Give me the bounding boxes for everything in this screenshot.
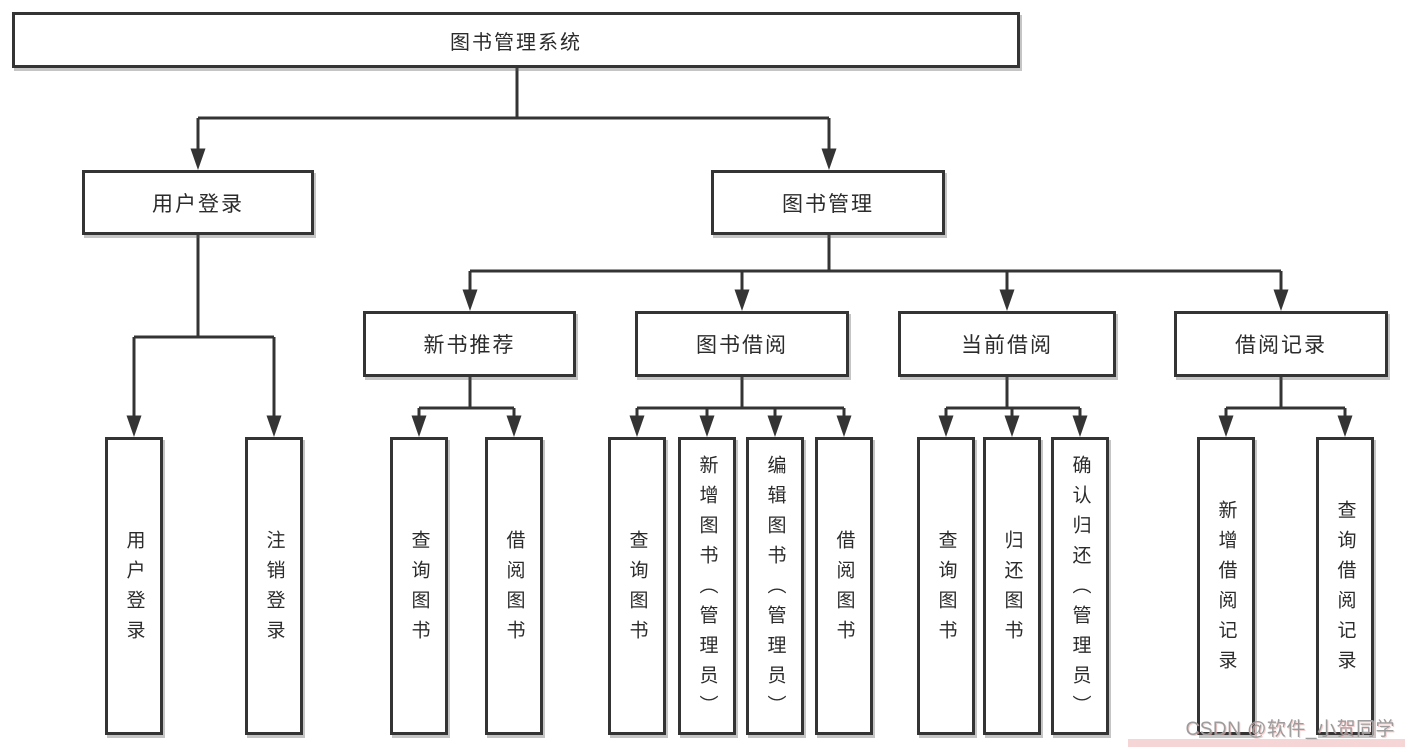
arrow-down-icon: [938, 415, 954, 437]
arrow-down-icon: [836, 415, 852, 437]
arrow-down-icon: [734, 289, 750, 311]
node-library-system: 图书管理系统: [12, 12, 1020, 68]
arrow-down-icon: [767, 415, 783, 437]
node-new-book-recommend: 新书推荐: [363, 311, 576, 377]
arrow-down-icon: [1004, 415, 1020, 437]
arrow-down-icon: [1218, 415, 1234, 437]
arrowheads: [126, 148, 1353, 437]
arrow-down-icon: [411, 415, 427, 437]
arrow-down-icon: [190, 148, 206, 170]
arrow-down-icon: [1273, 289, 1289, 311]
node-book-borrow: 图书借阅: [635, 311, 849, 377]
leaf-borrow-query-books: 查询图书: [608, 437, 666, 735]
leaf-records-query-record: 查询借阅记录: [1316, 437, 1374, 735]
node-borrow-records: 借阅记录: [1174, 311, 1388, 377]
arrow-down-icon: [629, 415, 645, 437]
leaf-current-query-books: 查询图书: [917, 437, 975, 735]
leaf-user-login: 用户登录: [105, 437, 163, 735]
leaf-recommend-borrow-books: 借阅图书: [485, 437, 543, 735]
leaf-borrow-borrow-books: 借阅图书: [815, 437, 873, 735]
leaf-records-add-record: 新增借阅记录: [1197, 437, 1255, 735]
leaf-recommend-query-books: 查询图书: [390, 437, 448, 735]
leaf-current-confirm-return-admin: 确认归还（管理员）: [1051, 437, 1109, 735]
arrow-down-icon: [999, 289, 1015, 311]
arrow-down-icon: [462, 289, 478, 311]
node-user-login-group: 用户登录: [82, 170, 314, 235]
node-book-management: 图书管理: [711, 170, 945, 235]
watermark: CSDN @软件_小贺同学: [1185, 719, 1395, 740]
arrow-down-icon: [1337, 415, 1353, 437]
arrow-down-icon: [1072, 415, 1088, 437]
leaf-borrow-add-books-admin: 新增图书（管理员）: [678, 437, 736, 735]
leaf-logout: 注销登录: [245, 437, 303, 735]
connector-paths: [132, 68, 1347, 417]
arrow-down-icon: [699, 415, 715, 437]
arrow-down-icon: [506, 415, 522, 437]
arrow-down-icon: [266, 415, 282, 437]
node-current-borrow: 当前借阅: [898, 311, 1116, 377]
arrow-down-icon: [126, 415, 142, 437]
arrow-down-icon: [821, 148, 837, 170]
watermark-accent-strip: [1128, 739, 1405, 747]
leaf-current-return-books: 归还图书: [983, 437, 1041, 735]
leaf-borrow-edit-books-admin: 编辑图书（管理员）: [746, 437, 804, 735]
